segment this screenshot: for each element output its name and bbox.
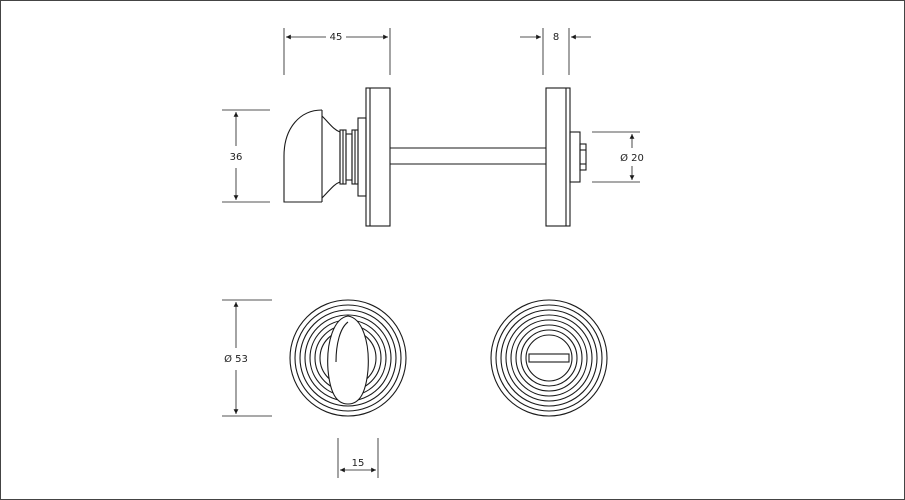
knob-collar (339, 129, 359, 185)
dim-36-label: 36 (230, 152, 243, 163)
right-rose-plate (545, 87, 571, 227)
front-view-turn (289, 299, 407, 417)
dim-diameter-53-label: Ø 53 (224, 353, 248, 365)
dim-15-label: 15 (352, 458, 365, 469)
release-indicator-side (569, 131, 587, 183)
front-dimensions (222, 299, 379, 478)
front-view-release (490, 299, 608, 417)
dim-45-label: 45 (330, 32, 343, 43)
thumb-turn (327, 315, 369, 405)
left-rose-plate (357, 87, 391, 227)
knob-neck (321, 115, 341, 199)
side-view (283, 87, 587, 227)
dim-8-label: 8 (553, 32, 559, 43)
side-dimensions (222, 28, 640, 203)
dim-diameter-20-label: Ø 20 (620, 152, 644, 164)
spindle (390, 147, 546, 165)
release-slot (528, 353, 570, 363)
knob-dome (283, 109, 323, 203)
